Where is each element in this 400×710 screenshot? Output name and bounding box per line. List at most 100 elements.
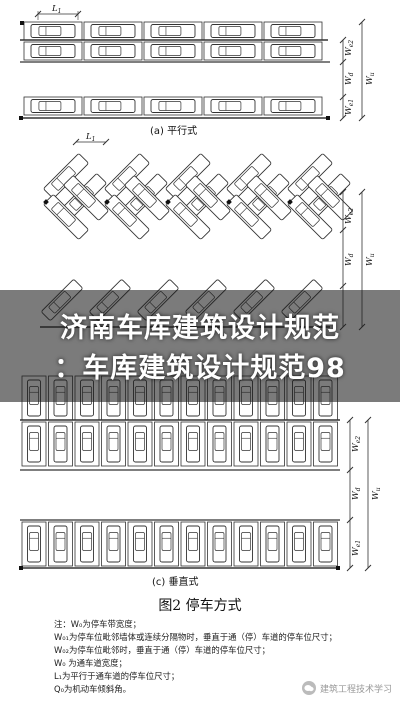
car-cabin	[38, 26, 62, 36]
car-windshield	[320, 188, 329, 197]
dimension-tick	[339, 282, 347, 290]
car-cabin	[294, 432, 304, 451]
car-cabin	[241, 432, 251, 451]
car-body	[53, 525, 68, 563]
car-body	[318, 425, 333, 463]
car-cabin	[98, 101, 122, 111]
car-body	[318, 525, 333, 563]
car-body	[185, 175, 231, 221]
car-windshield	[239, 177, 248, 186]
parking-stall	[48, 421, 73, 467]
car-cabin	[98, 46, 122, 56]
car-windshield	[56, 207, 65, 216]
car-windshield	[135, 197, 144, 206]
car-body	[270, 24, 316, 38]
dimension-label: Wu	[365, 72, 376, 85]
car-cabin	[295, 202, 320, 227]
car-body	[133, 525, 147, 563]
car-windshield	[117, 177, 126, 186]
parked-car	[246, 175, 292, 221]
car-windshield	[178, 177, 187, 186]
parked-car	[106, 425, 121, 463]
parked-car	[63, 175, 109, 221]
parking-stall	[286, 421, 312, 467]
car-cabin	[135, 532, 145, 551]
parked-car	[265, 425, 280, 463]
car-body	[186, 425, 200, 463]
parking-stall	[74, 521, 100, 567]
car-cabin	[158, 26, 182, 36]
car-body	[287, 194, 333, 240]
parking-stall	[23, 96, 83, 116]
column-marker	[19, 116, 23, 120]
note-line: Q₀为机动车倾斜角。	[54, 684, 131, 694]
parked-car	[226, 194, 272, 240]
car-cabin	[158, 46, 182, 56]
parking-stall	[83, 96, 143, 116]
parked-car	[159, 525, 174, 563]
dimension-label: We2	[344, 40, 355, 56]
parking-stall	[286, 521, 312, 567]
parking-stall	[143, 41, 203, 61]
parking-stall	[154, 521, 179, 567]
parked-car	[104, 194, 150, 240]
parking-stall	[203, 96, 263, 116]
parking-stall	[74, 421, 100, 467]
banner-title-line-2: ：车库建筑设计规范98	[54, 353, 346, 384]
parked-car	[150, 99, 196, 113]
parked-car	[185, 175, 231, 221]
parked-car	[124, 175, 170, 221]
column-marker	[20, 21, 24, 25]
parking-stall	[180, 521, 206, 567]
parked-car	[210, 99, 256, 113]
car-body	[90, 99, 136, 113]
parked-car	[90, 44, 136, 58]
column-marker	[287, 199, 293, 205]
car-cabin	[55, 532, 66, 551]
car-windshield	[239, 207, 248, 216]
dimension-label: We1	[344, 99, 355, 115]
car-windshield	[257, 197, 266, 206]
parked-car	[27, 525, 41, 563]
car-cabin	[218, 26, 242, 36]
car-cabin	[29, 432, 39, 451]
car-cabin	[71, 183, 96, 208]
car-body	[106, 425, 121, 463]
parked-car	[210, 24, 256, 38]
parking-stall	[143, 96, 203, 116]
parking-stall	[313, 521, 338, 567]
car-cabin	[254, 183, 279, 208]
parked-car	[106, 525, 121, 563]
car-windshield	[74, 197, 83, 206]
car-windshield	[117, 207, 126, 216]
dimension-label: L1	[51, 4, 61, 15]
car-body	[239, 425, 253, 463]
car-body	[226, 194, 272, 240]
car-body	[186, 525, 200, 563]
car-body	[292, 525, 306, 563]
watermark-text: 建筑工程技术学习	[319, 684, 392, 695]
parked-car	[318, 425, 333, 463]
parked-car	[265, 525, 280, 563]
dimension-tick	[346, 466, 354, 474]
parking-stall	[180, 421, 206, 467]
note-line: 注：W₀为停车带宽度；	[54, 619, 142, 629]
dimension-tick	[339, 93, 347, 101]
dimension-tick	[364, 564, 372, 572]
dimension-label: Wd	[351, 487, 362, 500]
parked-car	[30, 24, 76, 38]
dimension-tick	[346, 516, 354, 524]
parking-stall	[263, 96, 323, 116]
parked-car	[80, 525, 94, 563]
car-cabin	[278, 46, 302, 56]
note-line: W₀₂为停车位毗邻时，垂直于通（停）车道的停车位尺寸；	[54, 645, 270, 655]
parked-car	[133, 525, 147, 563]
car-cabin	[82, 532, 92, 551]
parked-car	[90, 99, 136, 113]
parking-stall	[313, 421, 338, 467]
car-body	[30, 44, 76, 58]
dimension-tick	[339, 58, 347, 66]
car-windshield	[259, 188, 268, 197]
column-marker	[326, 116, 330, 120]
car-cabin	[188, 532, 198, 551]
